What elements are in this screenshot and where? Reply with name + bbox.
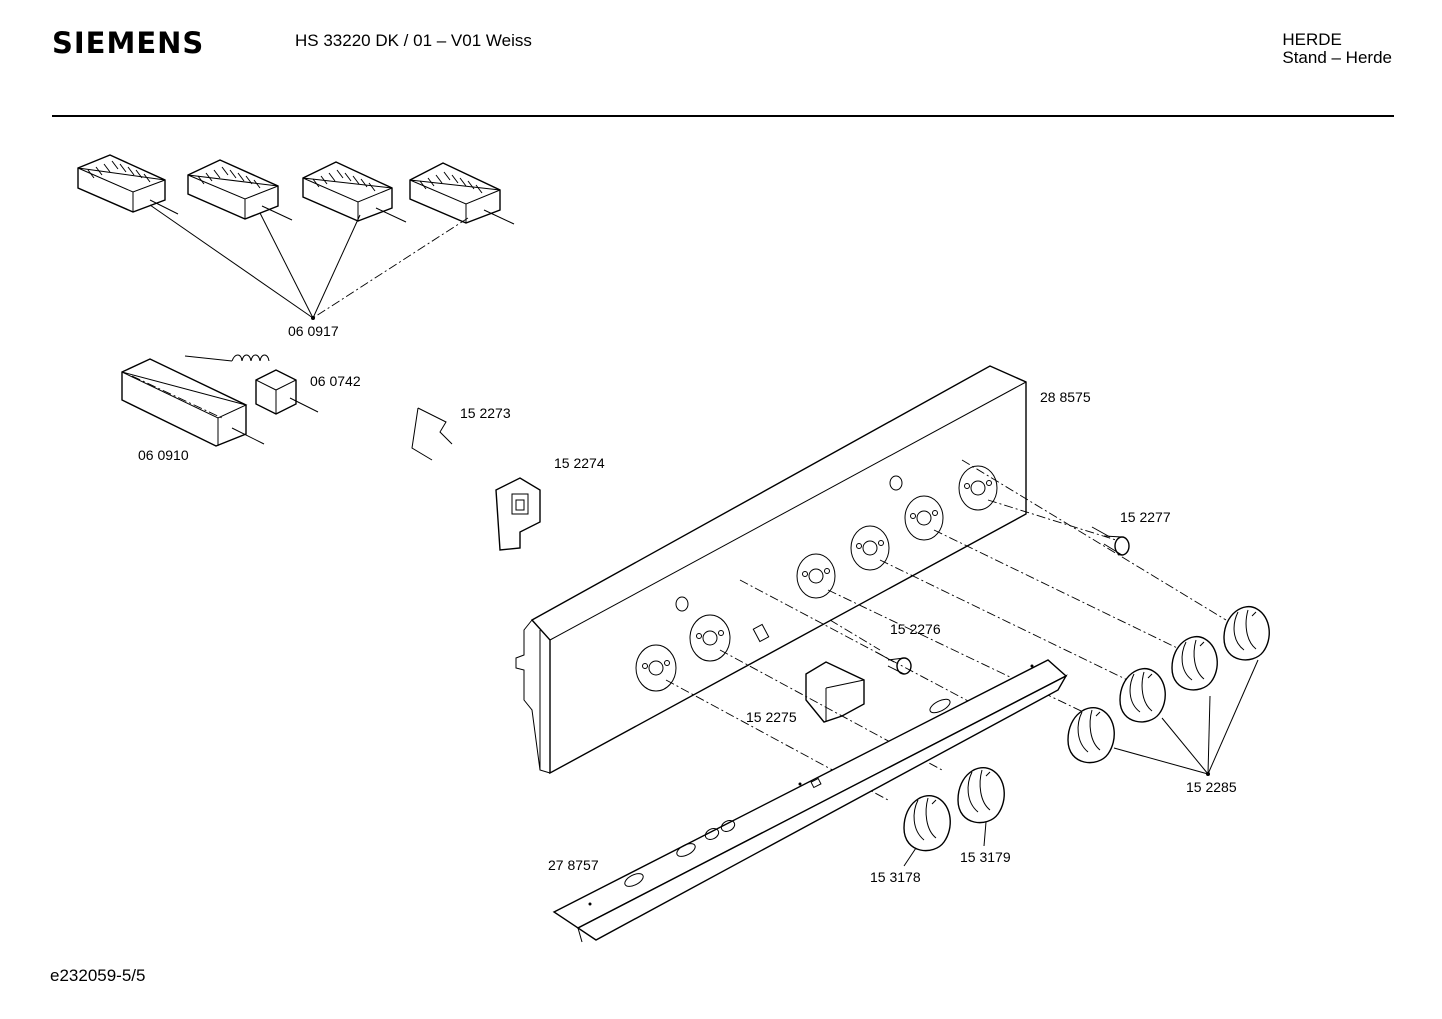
label-153178: 15 3178 — [870, 869, 921, 885]
category-line-1: HERDE — [1282, 30, 1342, 49]
label-152277: 15 2277 — [1120, 509, 1171, 525]
switch-block-2 — [187, 159, 293, 221]
spring-clip — [411, 407, 453, 461]
label-152276: 15 2276 — [890, 621, 941, 637]
trim-strip — [552, 659, 1068, 943]
knob-group-152285 — [1067, 606, 1270, 776]
relay-switch — [184, 354, 319, 415]
clip-holder — [495, 477, 541, 551]
switch-block-3 — [302, 161, 407, 223]
label-278757: 27 8757 — [548, 857, 599, 873]
category-line-2: Stand – Herde — [1282, 48, 1392, 67]
label-060910: 06 0910 — [138, 447, 189, 463]
diagram-code: e232059-5/5 — [50, 966, 146, 985]
header-divider — [52, 115, 1394, 117]
switch-block-4 — [409, 162, 515, 225]
knob-c — [1171, 636, 1218, 691]
label-060742: 06 0742 — [310, 373, 361, 389]
control-panel-knob-holes — [635, 465, 998, 692]
leader-060917 — [149, 204, 469, 320]
knob-153178 — [903, 794, 951, 867]
label-060917: 06 0917 — [288, 323, 339, 339]
knob-a — [1067, 706, 1115, 764]
switch-block-1 — [77, 154, 179, 215]
knob-153179 — [957, 766, 1005, 847]
model-title: HS 33220 DK / 01 – V01 Weiss — [295, 31, 532, 50]
brand-logo: SIEMENS — [52, 26, 205, 60]
knob-b — [1119, 668, 1166, 723]
label-153179: 15 3179 — [960, 849, 1011, 865]
label-152273: 15 2273 — [460, 405, 511, 421]
label-152285: 15 2285 — [1186, 779, 1237, 795]
control-panel — [515, 365, 1027, 775]
category-block: HERDE Stand – Herde — [1282, 31, 1392, 67]
label-152274: 15 2274 — [554, 455, 605, 471]
label-288575: 28 8575 — [1040, 389, 1091, 405]
rocker-switch — [805, 661, 865, 723]
knob-d — [1223, 606, 1270, 661]
indicator-lamp-2 — [1091, 526, 1130, 556]
label-152275: 15 2275 — [746, 709, 797, 725]
long-switch-block — [121, 358, 265, 447]
